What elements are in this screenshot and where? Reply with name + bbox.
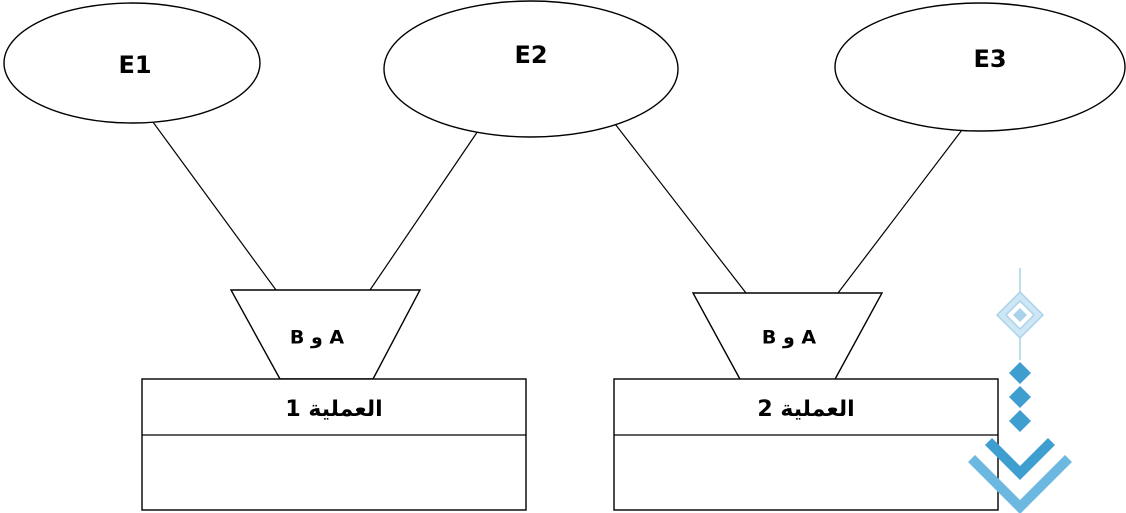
connector-e1-op1 <box>149 117 277 291</box>
connector-e3-op2 <box>837 125 966 294</box>
event-ellipse <box>383 0 679 138</box>
operation-box <box>613 378 999 511</box>
event-e1: E1 <box>3 2 261 124</box>
event-e2: E2 <box>383 0 679 138</box>
condition-2: B و A <box>691 292 884 382</box>
diamond-logo-icon <box>968 268 1072 513</box>
operation-1: العملية 1 <box>141 378 527 511</box>
condition-1: B و A <box>229 289 422 380</box>
event-ellipse <box>834 2 1126 132</box>
event-label: E3 <box>973 45 1006 73</box>
event-label: E1 <box>118 51 151 79</box>
event-label: E2 <box>514 41 547 69</box>
operation-label: العملية 2 <box>757 397 854 422</box>
operation-label: العملية 1 <box>285 397 382 422</box>
condition-label: B و A <box>762 327 817 349</box>
event-ellipse <box>3 2 261 124</box>
condition-label: B و A <box>290 327 345 349</box>
connector-e2-op2 <box>611 119 747 294</box>
event-e3: E3 <box>834 2 1126 132</box>
operation-box <box>141 378 527 511</box>
operation-2: العملية 2 <box>613 378 999 511</box>
connector-e2-op1 <box>369 127 481 291</box>
